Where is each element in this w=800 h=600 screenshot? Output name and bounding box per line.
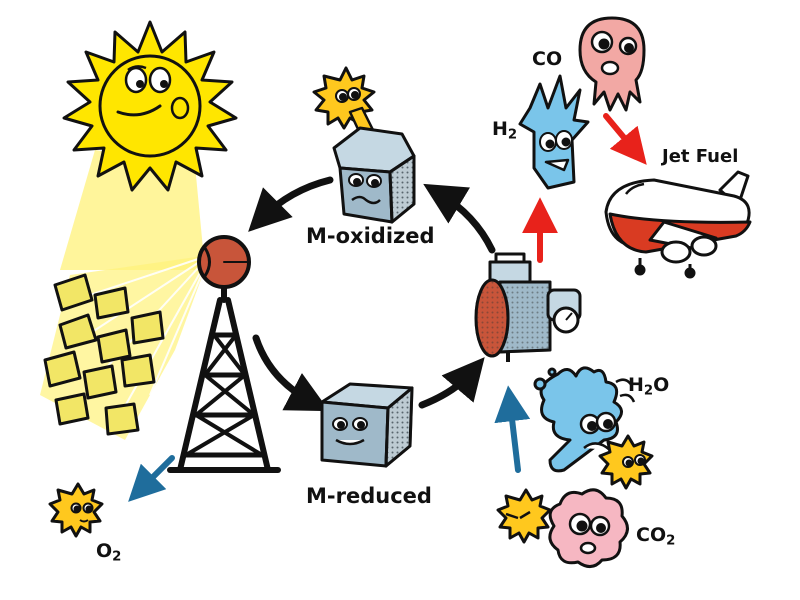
h2-label-sub: 2 (507, 127, 518, 143)
h2o-label-sub: 2 (643, 383, 654, 399)
oxygen-atom-icon (312, 66, 378, 144)
arrow-to-reactor-from-inputs (494, 385, 531, 473)
hydrogen-icon (518, 74, 590, 190)
heliostat-mirror-icon (82, 364, 118, 400)
h2-label: H2 (492, 118, 517, 142)
h2o-label-base: H (628, 374, 644, 396)
heliostat-mirror-icon (96, 328, 132, 364)
water-drop-icon (533, 366, 636, 473)
h2-label-base: H (492, 118, 508, 140)
solar-tower-icon (167, 235, 281, 473)
jet-fuel-label: Jet Fuel (662, 146, 739, 167)
arrow-oxygen-release (128, 455, 175, 502)
reduced-metal-block-icon (320, 382, 414, 468)
arrow-to-m-reduced (252, 334, 330, 412)
carbon-monoxide-icon (578, 16, 646, 112)
oxygen-atom-icon (48, 482, 104, 538)
co2-label-base: CO (636, 524, 667, 546)
heliostat-mirror-icon (58, 313, 98, 350)
m-oxidized-label: M-oxidized (306, 224, 435, 248)
m-reduced-label: M-reduced (306, 484, 432, 508)
heliostat-mirror-icon (104, 402, 140, 436)
arrow-reactor-to-m-oxidized (423, 183, 496, 254)
heliostat-mirror-icon (43, 350, 82, 388)
carbon-dioxide-icon (496, 488, 629, 568)
oxygen-atom-icon (598, 434, 654, 490)
arrow-to-jet-fuel (603, 113, 647, 165)
co-label: CO (532, 48, 563, 70)
co2-label-sub: 2 (666, 533, 676, 549)
oxidized-metal-block-icon (332, 126, 416, 224)
heliostat-mirror-icon (130, 310, 165, 345)
reactor-icon (474, 252, 582, 362)
o2-label-base: O (96, 540, 113, 562)
heliostat-mirror-icon (120, 353, 156, 388)
arrow-m-reduced-to-reactor (418, 357, 485, 409)
co2-label: CO2 (636, 524, 675, 548)
sun-icon (62, 20, 238, 192)
h2o-label: H2O (628, 374, 669, 398)
jet-airplane-icon (604, 170, 752, 279)
o2-label: O2 (96, 540, 121, 564)
heliostat-mirror-icon (53, 273, 94, 312)
heliostat-mirror-icon (54, 392, 90, 426)
o2-label-sub: 2 (112, 549, 122, 565)
heliostat-mirror-field (43, 273, 165, 436)
h2o-label-tail: O (653, 374, 670, 396)
arrow-to-m-oxidized (248, 176, 334, 232)
heliostat-mirror-icon (93, 286, 130, 320)
